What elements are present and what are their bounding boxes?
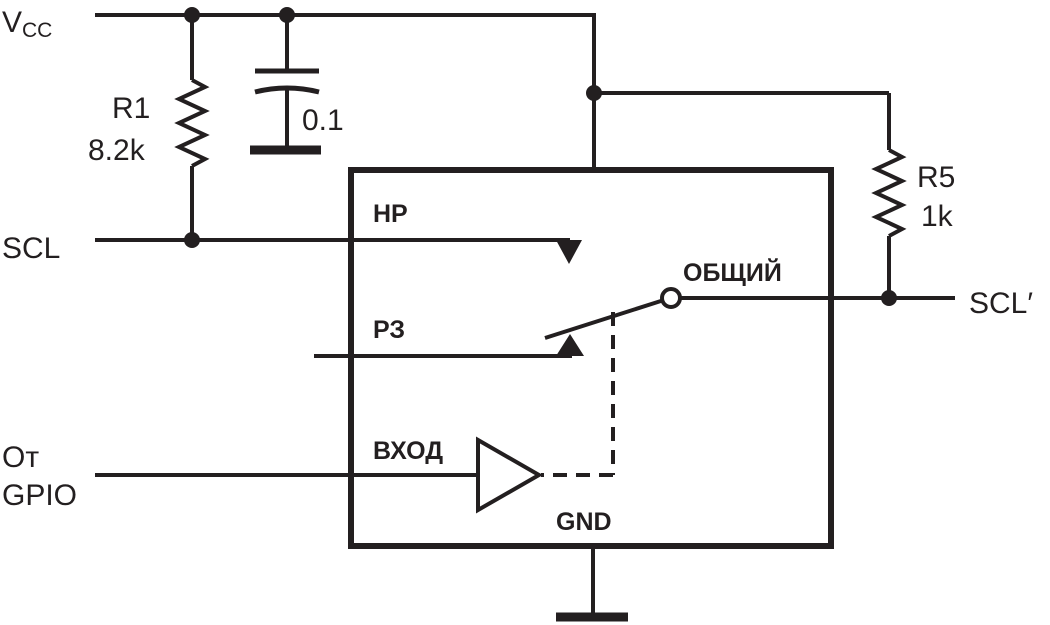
switch-arm bbox=[544, 298, 665, 340]
no-contact-triangle bbox=[556, 334, 584, 356]
pin-nc-label: НР bbox=[373, 200, 408, 228]
junction-dot-scl-out bbox=[881, 290, 897, 306]
vcc-label-sub: CC bbox=[22, 19, 52, 42]
r5-name-label: R5 bbox=[917, 161, 955, 194]
r1-resistor-symbol bbox=[174, 78, 210, 168]
pin-common-label: ОБЩИЙ bbox=[683, 257, 782, 287]
nc-contact-triangle bbox=[556, 240, 582, 264]
vcc-label: VCC bbox=[2, 6, 52, 42]
junction-dot-vcc-r1 bbox=[184, 7, 200, 23]
scl-output-label: SCL′ bbox=[969, 287, 1033, 320]
r1-name-label: R1 bbox=[112, 92, 150, 125]
junction-dot-scl bbox=[184, 232, 200, 248]
junction-dot-r5-branch bbox=[586, 85, 602, 101]
gpio-label-line1: От bbox=[2, 441, 39, 474]
vcc-label-main: V bbox=[2, 6, 22, 39]
gpio-label-line2: GPIO bbox=[2, 479, 77, 512]
r5-resistor-symbol bbox=[871, 148, 907, 238]
scl-input-label: SCL bbox=[2, 232, 60, 265]
r5-value-label: 1k bbox=[921, 200, 954, 233]
pin-gnd-label: GND bbox=[556, 508, 612, 536]
cap-value-label: 0.1 bbox=[302, 104, 344, 137]
junction-dot-vcc-cap bbox=[279, 7, 295, 23]
pin-input-label: ВХОД bbox=[373, 437, 443, 465]
pin-no-label: РЗ bbox=[373, 316, 405, 344]
input-buffer-triangle bbox=[476, 436, 544, 514]
common-terminal-circle bbox=[660, 287, 682, 309]
r1-value-label: 8.2k bbox=[88, 134, 146, 167]
